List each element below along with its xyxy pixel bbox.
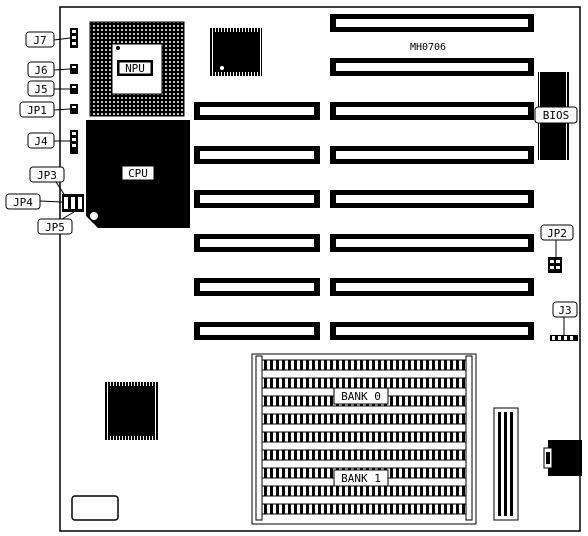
cpu-label: CPU xyxy=(128,167,148,180)
jumper-label-j4: J4 xyxy=(27,132,70,149)
expansion-slots-right xyxy=(330,14,534,340)
npu-label: NPU xyxy=(125,62,145,75)
jumper-label-jp2: JP2 xyxy=(540,224,574,273)
jumper-label-j5: J5 xyxy=(27,80,70,97)
npu-socket: NPU xyxy=(89,21,185,117)
svg-text:JP2: JP2 xyxy=(547,227,567,240)
svg-text:JP3: JP3 xyxy=(37,169,57,182)
svg-text:J3: J3 xyxy=(558,304,571,317)
cpu-chip: CPU xyxy=(86,120,190,228)
svg-text:BANK 0: BANK 0 xyxy=(341,390,381,403)
simm-memory-area xyxy=(251,353,477,525)
jumper-label-jp5: JP5 xyxy=(37,211,75,235)
jumper-label-j3: J3 xyxy=(550,301,578,341)
svg-text:J5: J5 xyxy=(34,83,47,96)
power-connector xyxy=(493,407,519,521)
jumper-label-j6: J6 xyxy=(27,61,71,78)
memory-bank-0-label: BANK 0 xyxy=(333,387,389,405)
jumper-label-jp4: JP4 xyxy=(5,193,63,210)
battery-outline xyxy=(71,495,119,521)
bios-chip: BIOS xyxy=(534,72,578,160)
memory-bank-1-label: BANK 1 xyxy=(333,469,389,487)
jumper-label-j7: J7 xyxy=(25,31,71,48)
jumper-label-jp3: JP3 xyxy=(29,166,65,195)
bios-label: BIOS xyxy=(543,109,570,122)
keyboard-connector xyxy=(543,440,582,476)
qfp-chip-top xyxy=(210,28,262,76)
svg-text:JP4: JP4 xyxy=(13,196,33,209)
jumper-label-jp1: JP1 xyxy=(19,101,71,118)
svg-text:BANK 1: BANK 1 xyxy=(341,472,381,485)
board-model-label: MH0706 xyxy=(410,42,446,53)
svg-text:JP5: JP5 xyxy=(45,221,65,234)
svg-text:J6: J6 xyxy=(34,64,47,77)
svg-text:J4: J4 xyxy=(34,135,48,148)
qfp-chip-bottom xyxy=(104,382,158,440)
expansion-slots-left xyxy=(194,102,320,340)
svg-text:JP1: JP1 xyxy=(27,104,47,117)
jumper-pins-left xyxy=(62,28,84,212)
svg-text:J7: J7 xyxy=(33,34,46,47)
